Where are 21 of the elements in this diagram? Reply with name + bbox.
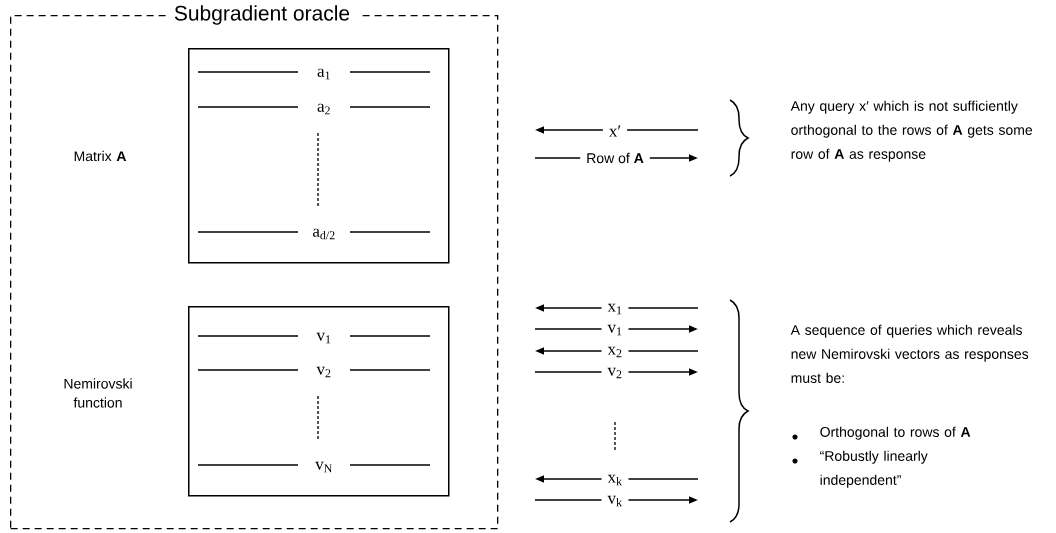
arrow-label: x$_{k}$ [601,473,629,487]
vector-label: v$_{2}$ [316,366,331,378]
bullet-text: Orthogonal to rows of A [820,426,971,440]
arrow-label: Row of A [580,151,650,165]
arrow-label: v$_{2}$ [601,366,629,380]
note-text: A sequence of queries which reveals new Nemirovski vectors as responses must be: [790,324,1029,383]
note-text: Any query x′ which is not sufficiently orthogonal to the rows of A gets some row of A as response [790,100,1033,162]
arrow-label: x$_{1}$ [601,302,629,316]
arrow-label: x′ [602,124,628,138]
vector-label: v$_{N}$ [315,461,333,473]
vector-label: a$_{1}$ [317,68,330,80]
vector-label: v$_{1}$ [316,332,331,344]
side-label: Nemirovski function [64,378,132,408]
vector-label: a$_{d/2}$ [313,228,335,240]
vector-label: a$_{2}$ [317,103,330,115]
side-label: Matrix A [74,150,127,162]
arrow-label: x$_{2}$ [601,345,629,359]
frame-title: Subgradient oracle [165,4,359,26]
arrow-label: v$_{k}$ [601,494,629,508]
bullet-text: “Robustly linearly independent” [820,450,928,488]
arrow-label: v$_{1}$ [601,323,629,337]
